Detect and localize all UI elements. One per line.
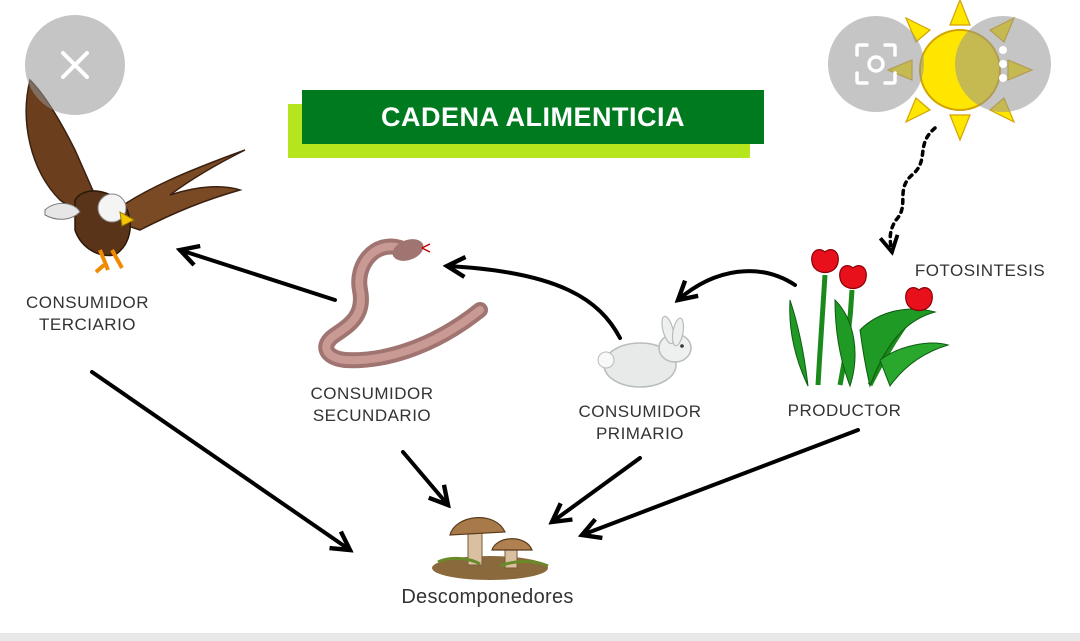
label-primary-consumer: CONSUMIDOR PRIMARIO	[560, 401, 720, 445]
bottom-divider	[0, 633, 1080, 641]
arrow-rabbit-to-snake	[447, 266, 622, 340]
close-icon	[61, 51, 89, 79]
label-tertiary-consumer: CONSUMIDOR TERCIARIO	[10, 292, 165, 336]
label-line: CONSUMIDOR	[310, 384, 434, 403]
lens-search-button[interactable]	[828, 16, 924, 112]
arrow-plant-to-decomposers	[582, 428, 860, 535]
arrow-rabbit-to-decomposers	[552, 456, 642, 522]
label-decomposers: Descomponedores	[401, 586, 574, 608]
label-secondary-consumer: CONSUMIDOR SECUNDARIO	[292, 383, 452, 427]
lens-search-icon	[855, 43, 897, 85]
flow-arrows	[90, 126, 937, 550]
label-line: CONSUMIDOR	[25, 293, 150, 312]
snake-icon	[318, 238, 488, 369]
arrow-snake-to-eagle	[180, 250, 337, 302]
arrow-snake-to-decomposers	[401, 450, 448, 505]
label-line: CONSUMIDOR	[578, 402, 702, 421]
tulip-icon	[789, 249, 950, 388]
more-vertical-icon	[999, 46, 1007, 82]
label-photosynthesis: FOTOSINTESIS	[914, 261, 1046, 280]
arrow-plant-to-rabbit	[678, 269, 797, 300]
arrow-sun-to-plant	[890, 126, 937, 252]
rabbit-icon	[597, 315, 692, 388]
diagram-title: CADENA ALIMENTICIA	[302, 90, 764, 144]
mushroom-icon	[432, 517, 549, 580]
eagle-icon	[25, 78, 246, 274]
label-line: TERCIARIO	[38, 315, 137, 334]
label-producer: PRODUCTOR	[787, 401, 902, 420]
close-button[interactable]	[25, 15, 125, 115]
arrow-eagle-to-decomposers	[90, 370, 350, 550]
more-options-button[interactable]	[955, 16, 1051, 112]
label-line: PRIMARIO	[595, 424, 685, 443]
label-line: SECUNDARIO	[312, 406, 432, 425]
